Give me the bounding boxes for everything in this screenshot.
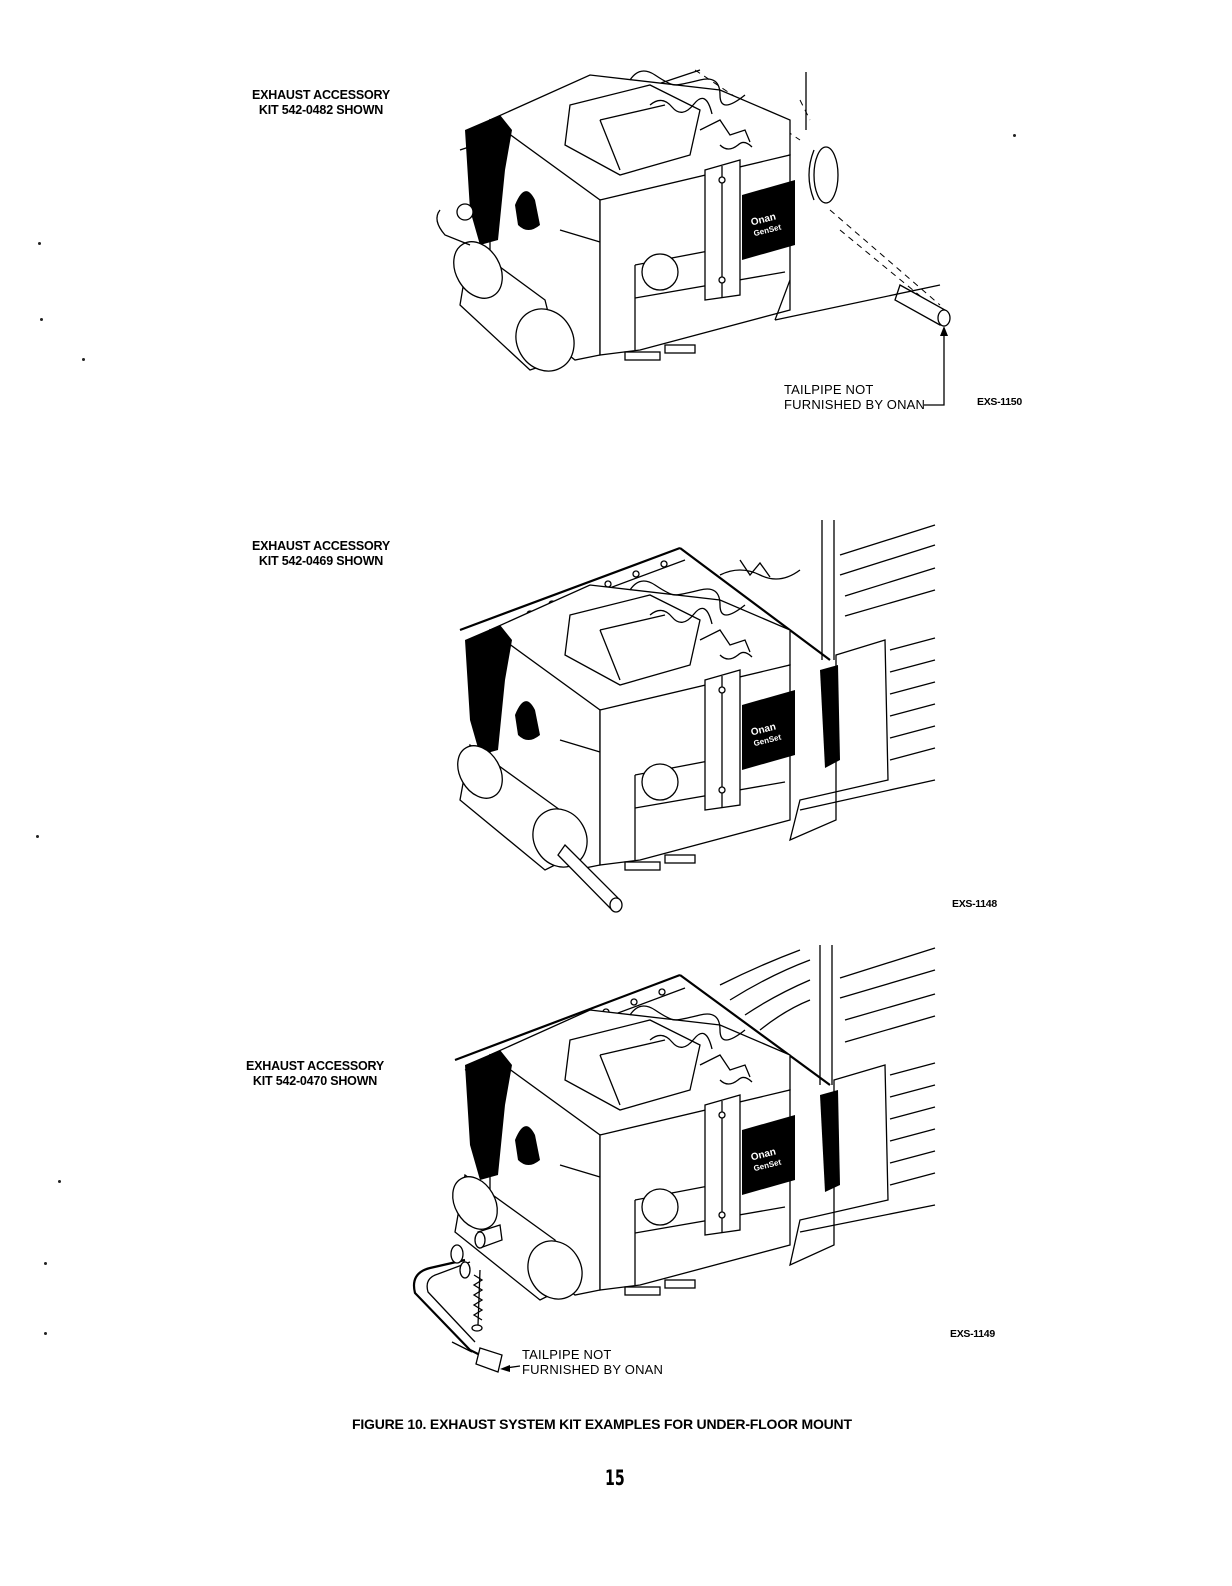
scan-speck	[1013, 134, 1016, 137]
scan-speck	[44, 1332, 47, 1335]
drawing-code-3: EXS-1149	[950, 1328, 995, 1340]
scan-speck	[82, 358, 85, 361]
genset-drawing-3	[0, 0, 1232, 1380]
figure-caption: FIGURE 10. EXHAUST SYSTEM KIT EXAMPLES F…	[352, 1416, 852, 1432]
scan-speck	[40, 318, 43, 321]
page-number: 15	[605, 1466, 625, 1490]
tailpipe-callout-3: TAILPIPE NOT FURNISHED BY ONAN	[522, 1347, 663, 1377]
scan-speck	[38, 242, 41, 245]
scan-speck	[58, 1180, 61, 1183]
scan-speck	[36, 835, 39, 838]
scan-speck	[44, 1262, 47, 1265]
